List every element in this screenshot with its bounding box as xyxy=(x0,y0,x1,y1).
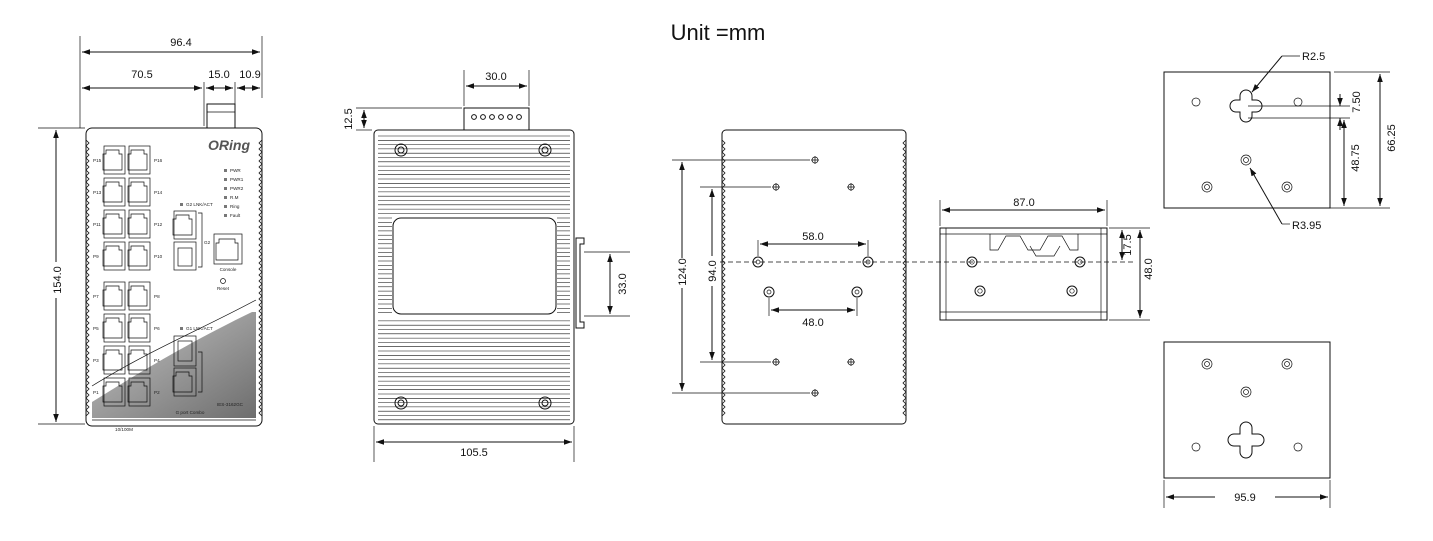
port-row xyxy=(102,377,151,407)
port-label-left: P11 xyxy=(93,222,101,227)
dim-clip-height: 33.0 xyxy=(617,273,629,294)
port-label-left: P15 xyxy=(93,158,102,163)
port-label-left: P7 xyxy=(93,294,99,299)
rear-fins xyxy=(721,139,907,417)
port-label-right: P6 xyxy=(154,326,160,331)
port-row xyxy=(102,209,151,239)
speed-label: 10/100M xyxy=(115,427,133,432)
port-label-left: P5 xyxy=(93,326,99,331)
g2-label: G2 xyxy=(204,240,211,245)
dim-din-offset: 17.5 xyxy=(1122,234,1134,255)
port-label-right: P10 xyxy=(154,254,163,259)
port-label-left: P1 xyxy=(93,390,99,395)
terminal-screws xyxy=(471,114,522,120)
dim-total-width: 96.4 xyxy=(170,37,191,49)
port-row xyxy=(102,313,151,343)
front-side-fins xyxy=(85,139,263,417)
rear-threaded-holes xyxy=(752,256,874,298)
port-label-right: P8 xyxy=(154,294,160,299)
port-grid xyxy=(102,145,151,407)
port-row xyxy=(102,281,151,311)
unit-title: Unit =mm xyxy=(671,20,766,45)
combo-label: G port Combo xyxy=(176,410,205,415)
dim-total-depth: 66.25 xyxy=(1386,124,1398,152)
side-fins xyxy=(378,135,570,421)
dim-slot-offset: 7.50 xyxy=(1351,91,1363,112)
dim-body-width: 70.5 xyxy=(131,69,152,81)
g2-lnk-label: G2 LNK/ACT xyxy=(186,202,213,207)
dim-hole-depth: 48.75 xyxy=(1350,144,1362,172)
port-label-left: P3 xyxy=(93,358,99,363)
dim-din-height: 48.0 xyxy=(1143,258,1155,279)
led-label: R.M xyxy=(230,195,239,200)
side-view: 30.0 12.5 33.0 105.5 xyxy=(343,70,630,462)
port-label-left: P9 xyxy=(93,254,99,259)
dim-din-width: 87.0 xyxy=(1013,197,1034,209)
port-label-right: P4 xyxy=(154,358,160,363)
port-row xyxy=(102,241,151,271)
dim-hole-radius: R3.95 xyxy=(1292,220,1321,232)
led-list: PWR PWR1 PWR2 R.M Ring Fault xyxy=(224,168,244,218)
led-label: PWR xyxy=(230,168,241,173)
dim-upper-pair: 58.0 xyxy=(802,231,823,243)
dim-side-width: 105.5 xyxy=(460,447,488,459)
rear-small-holes xyxy=(772,156,855,397)
dim-plate-width: 95.9 xyxy=(1234,492,1255,504)
dim-slot-radius: R2.5 xyxy=(1302,51,1325,63)
console-label: Console xyxy=(220,267,237,272)
dim-terminal-width: 30.0 xyxy=(485,71,506,83)
port-label-right: P2 xyxy=(154,390,160,395)
dim-inner-spacing: 94.0 xyxy=(707,260,719,281)
g1-lnk-label: G1 LNK/ACT xyxy=(186,326,213,331)
dim-connector-offset: 10.9 xyxy=(239,69,260,81)
port-row xyxy=(102,345,151,375)
port-label-right: P16 xyxy=(154,158,163,163)
led-label: Ring xyxy=(230,204,240,209)
brand-logo: ORing xyxy=(208,137,250,153)
dim-connector-width: 15.0 xyxy=(208,69,229,81)
dim-front-height: 154.0 xyxy=(52,266,64,294)
dim-outer-spacing: 124.0 xyxy=(677,258,689,286)
reset-label: Reset xyxy=(217,286,230,291)
port-row xyxy=(102,177,151,207)
dim-terminal-height: 12.5 xyxy=(343,108,355,129)
port-label-right: P12 xyxy=(154,222,163,227)
led-label: Fault xyxy=(230,213,241,218)
port-row xyxy=(102,145,151,175)
front-view: 96.4 70.5 15.0 10.9 154.0 ORing IES-3162… xyxy=(38,36,263,432)
port-label-left: P13 xyxy=(93,190,102,195)
din-rail-view: 87.0 17.5 48.0 xyxy=(939,197,1155,321)
led-label: PWR1 xyxy=(230,177,244,182)
dim-lower-pair: 48.0 xyxy=(802,317,823,329)
led-label: PWR2 xyxy=(230,186,244,191)
port-label-right: P14 xyxy=(154,190,163,195)
rear-view: 58.0 48.0 124.0 94.0 xyxy=(672,129,1135,425)
wall-plate-view: R2.5 7.50 48.75 66.25 R3.95 95.9 xyxy=(1163,51,1398,508)
model-label: IES-3162GC xyxy=(217,402,244,407)
